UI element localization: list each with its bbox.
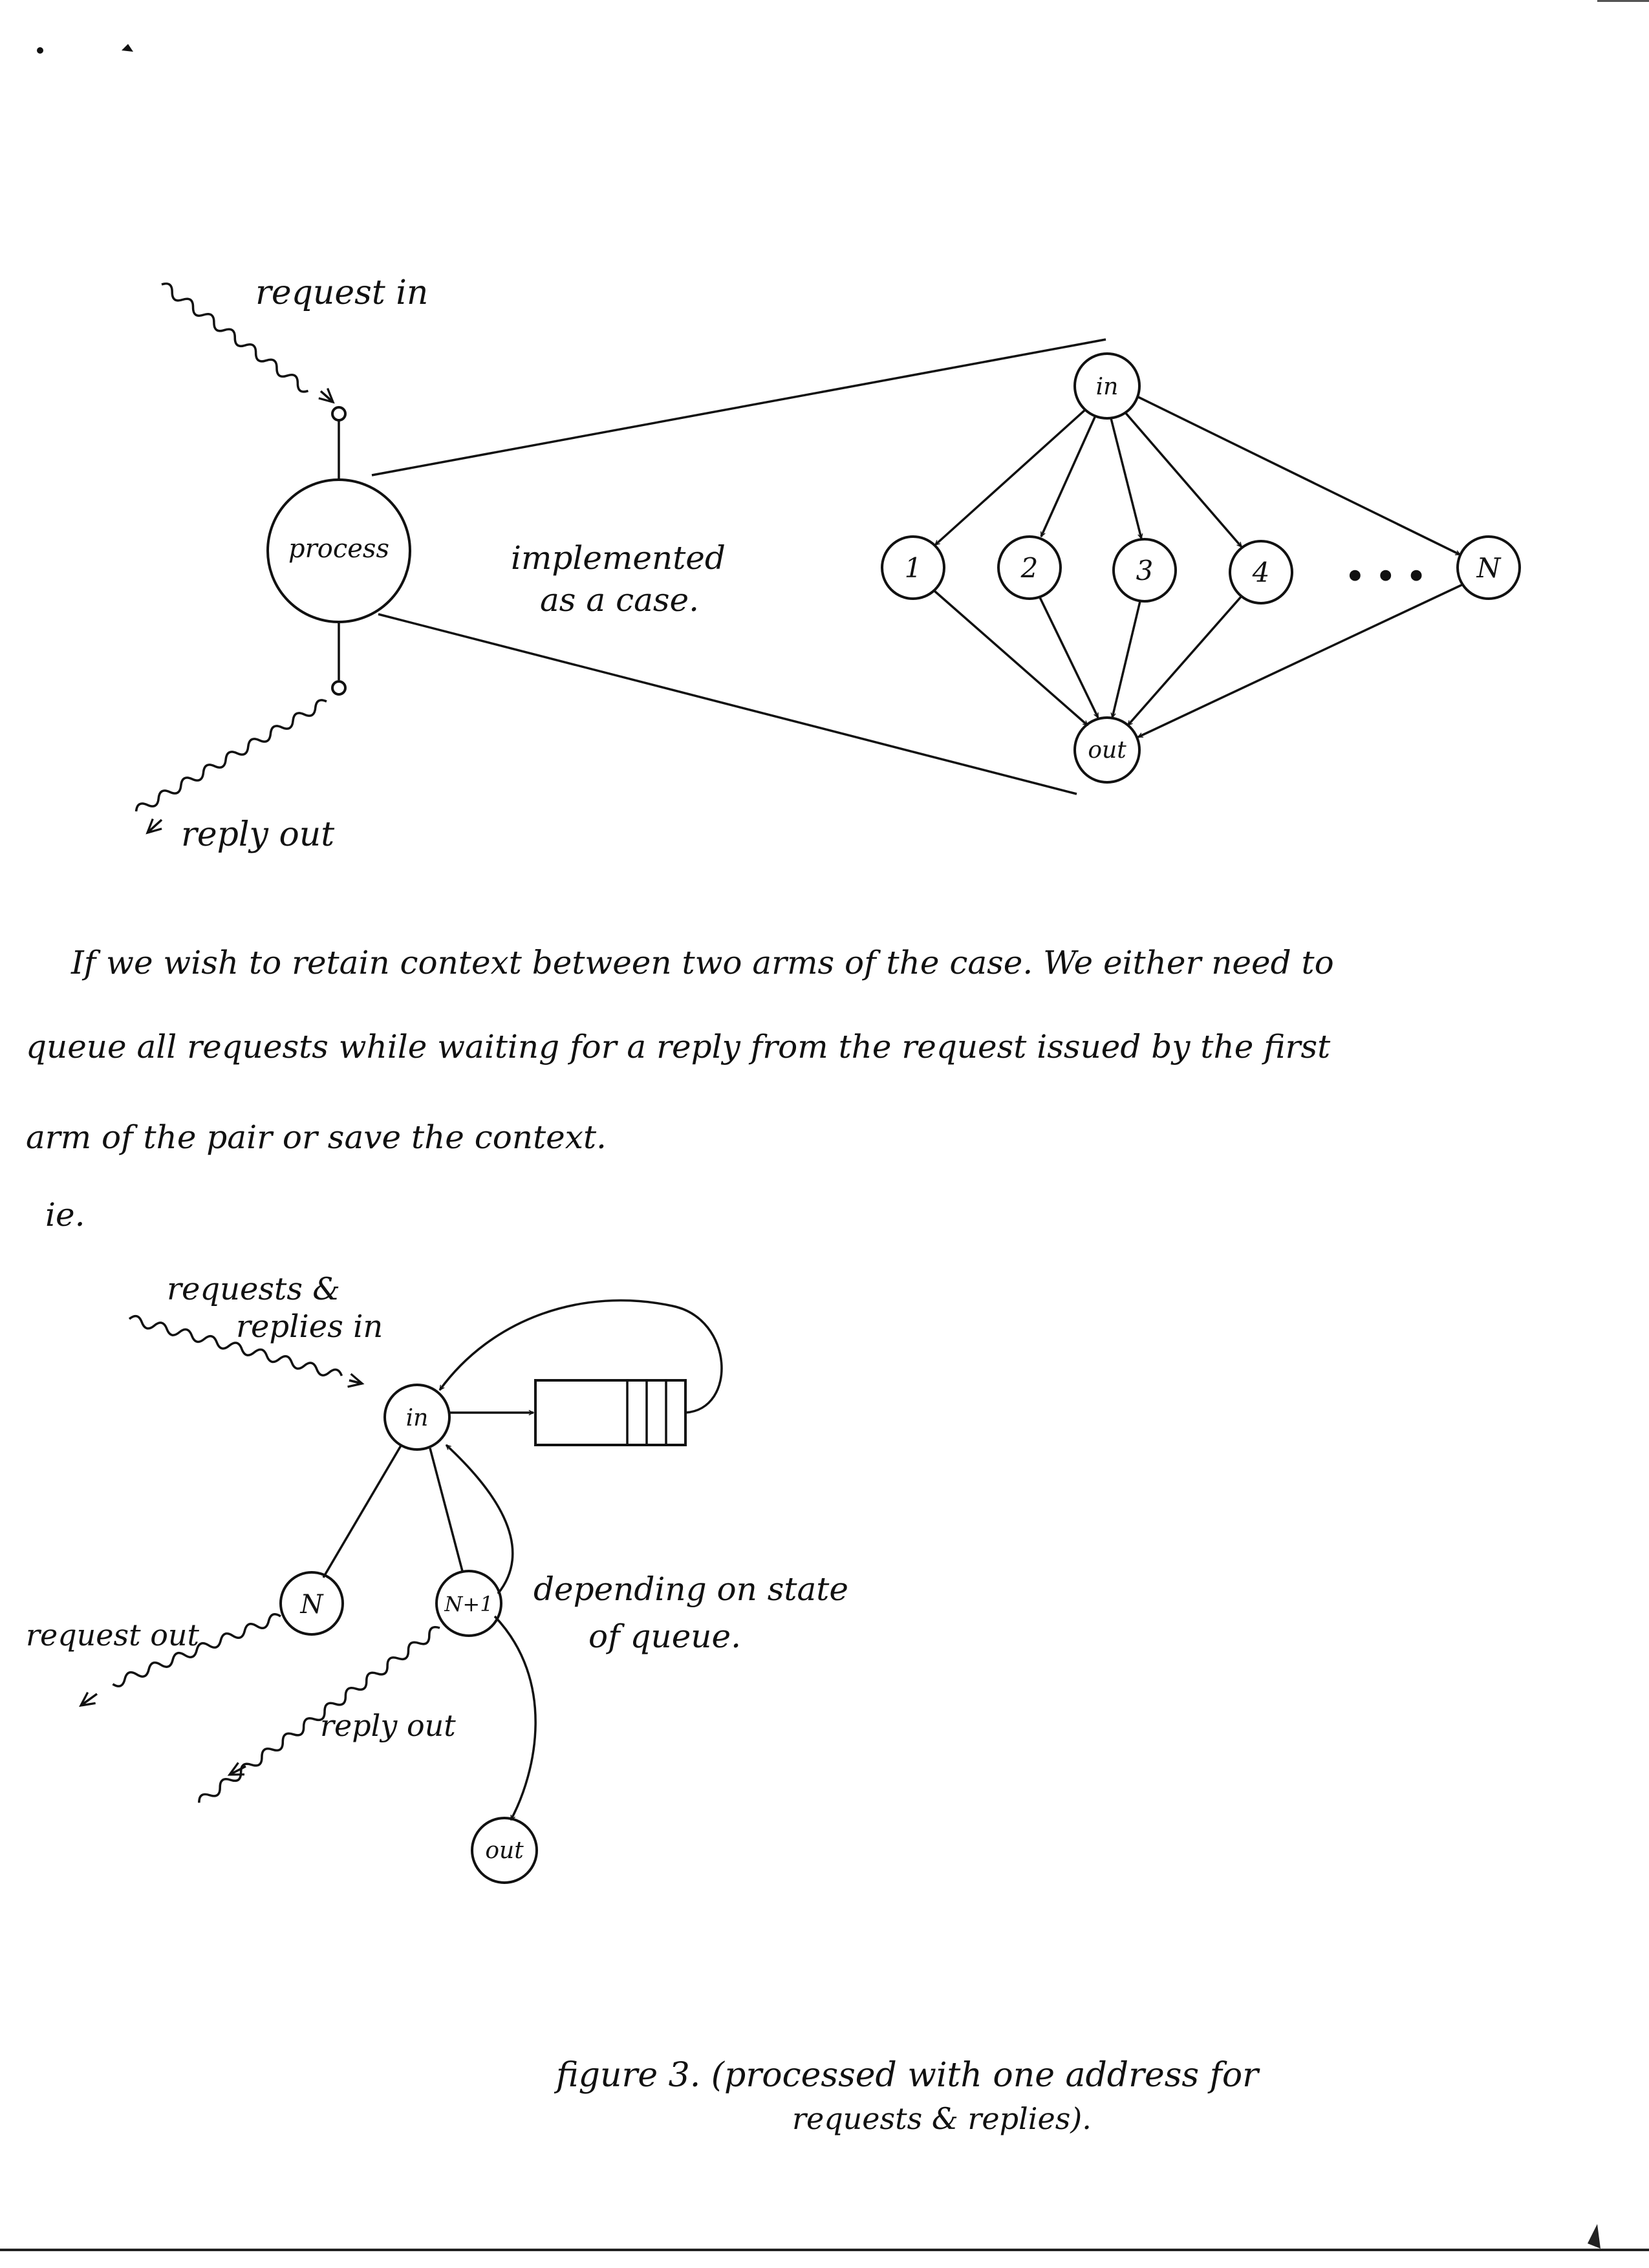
implemented-label: implemented <box>511 539 726 577</box>
case-in-label: in <box>1096 374 1119 400</box>
bottom-out-label: out <box>485 1837 524 1864</box>
case-out-label: out <box>1088 737 1126 764</box>
queue-box <box>534 1379 687 1446</box>
case-node-1 <box>881 535 945 600</box>
bottom-n1-node <box>435 1570 502 1637</box>
requests-in-arrow <box>347 1373 365 1388</box>
depending-label-2: of queue. <box>588 1618 741 1655</box>
bottom-n-label: N <box>300 1590 325 1620</box>
paragraph-line-1: If we wish to retain context between two… <box>71 944 1334 981</box>
figure-caption-line-1: figure 3. (processed with one address fo… <box>556 2056 1259 2095</box>
edge-4-to-out <box>1126 595 1243 727</box>
edge-in-to-n1 <box>429 1448 464 1572</box>
bottom-n-node <box>279 1571 344 1636</box>
paragraph-line-3: arm of the pair or save the context. <box>26 1118 607 1156</box>
edge-n-to-out <box>1138 583 1463 738</box>
edge-in-to-4 <box>1124 411 1243 548</box>
reply-out-wavy-line <box>135 699 327 812</box>
expansion-line-bottom <box>378 613 1077 795</box>
bottom-in-node <box>383 1384 451 1451</box>
request-out-arrow <box>79 1691 98 1707</box>
case-out-node <box>1073 716 1141 784</box>
process-label: process <box>288 534 389 564</box>
edge-in-to-2 <box>1040 415 1097 537</box>
edge-3-to-out <box>1112 601 1141 718</box>
edge-in-to-1 <box>934 409 1086 546</box>
case-node-n <box>1456 535 1521 600</box>
edge-n1-to-out <box>493 1615 537 1820</box>
requests-replies-label-2: replies in <box>236 1309 383 1345</box>
request-out-label: request out <box>26 1618 200 1653</box>
edge-in-to-3 <box>1110 418 1141 539</box>
requests-in-wavy-line <box>128 1314 343 1376</box>
reply-out-arrow-bottom <box>227 1762 246 1776</box>
input-port <box>331 406 347 422</box>
case-node-1-label: 1 <box>905 552 922 584</box>
case-node-4 <box>1229 540 1293 604</box>
bottom-out-node <box>471 1817 538 1884</box>
case-ellipsis: • • • <box>1345 559 1426 595</box>
bottom-in-label: in <box>406 1405 429 1431</box>
case-node-3-label: 3 <box>1136 555 1154 586</box>
case-in-node <box>1073 352 1141 420</box>
case-node-2 <box>997 535 1062 600</box>
bottom-diagram: requests & replies in in N N+ <box>26 1271 848 1884</box>
output-port <box>331 680 347 696</box>
edge-in-to-n <box>1137 396 1460 556</box>
page-bottom-rule <box>0 2249 1649 2251</box>
page-edge-rule <box>1597 0 1649 2</box>
case-node-3 <box>1112 538 1177 603</box>
top-diagram: request in process reply out implemented… <box>135 273 1521 854</box>
request-in-label: request in <box>255 273 428 312</box>
request-out-wavy-line <box>112 1612 281 1687</box>
n1-loop-back <box>445 1444 514 1595</box>
request-in-wavy-line <box>161 282 309 393</box>
corner-mark <box>1588 2224 1600 2249</box>
expansion-line-top <box>371 338 1106 476</box>
bottom-n1-label: N+1 <box>444 1592 493 1616</box>
queue-loop-back <box>438 1299 723 1414</box>
reply-out-label: reply out <box>181 815 334 854</box>
paragraph-line-2: queue all requests while waiting for a r… <box>26 1028 1331 1065</box>
requests-replies-label-1: requests & <box>167 1271 340 1307</box>
reply-out-label-bottom: reply out <box>320 1708 456 1743</box>
request-in-arrow <box>318 388 335 404</box>
stray-mark <box>122 44 133 52</box>
edge-2-to-out <box>1039 597 1099 718</box>
as-a-case-label: as a case. <box>540 581 699 619</box>
case-node-2-label: 2 <box>1020 552 1039 584</box>
depending-label-1: depending on state <box>534 1570 848 1608</box>
reply-out-arrow <box>146 818 163 835</box>
stray-mark <box>37 47 43 54</box>
edge-in-to-n <box>322 1445 402 1578</box>
case-node-4-label: 4 <box>1252 557 1270 588</box>
ie-label: ie. <box>45 1196 85 1234</box>
case-node-n-label: N <box>1476 552 1502 584</box>
figure-caption-line-2: requests & replies). <box>792 2101 1092 2136</box>
edge-1-to-out <box>933 590 1089 727</box>
